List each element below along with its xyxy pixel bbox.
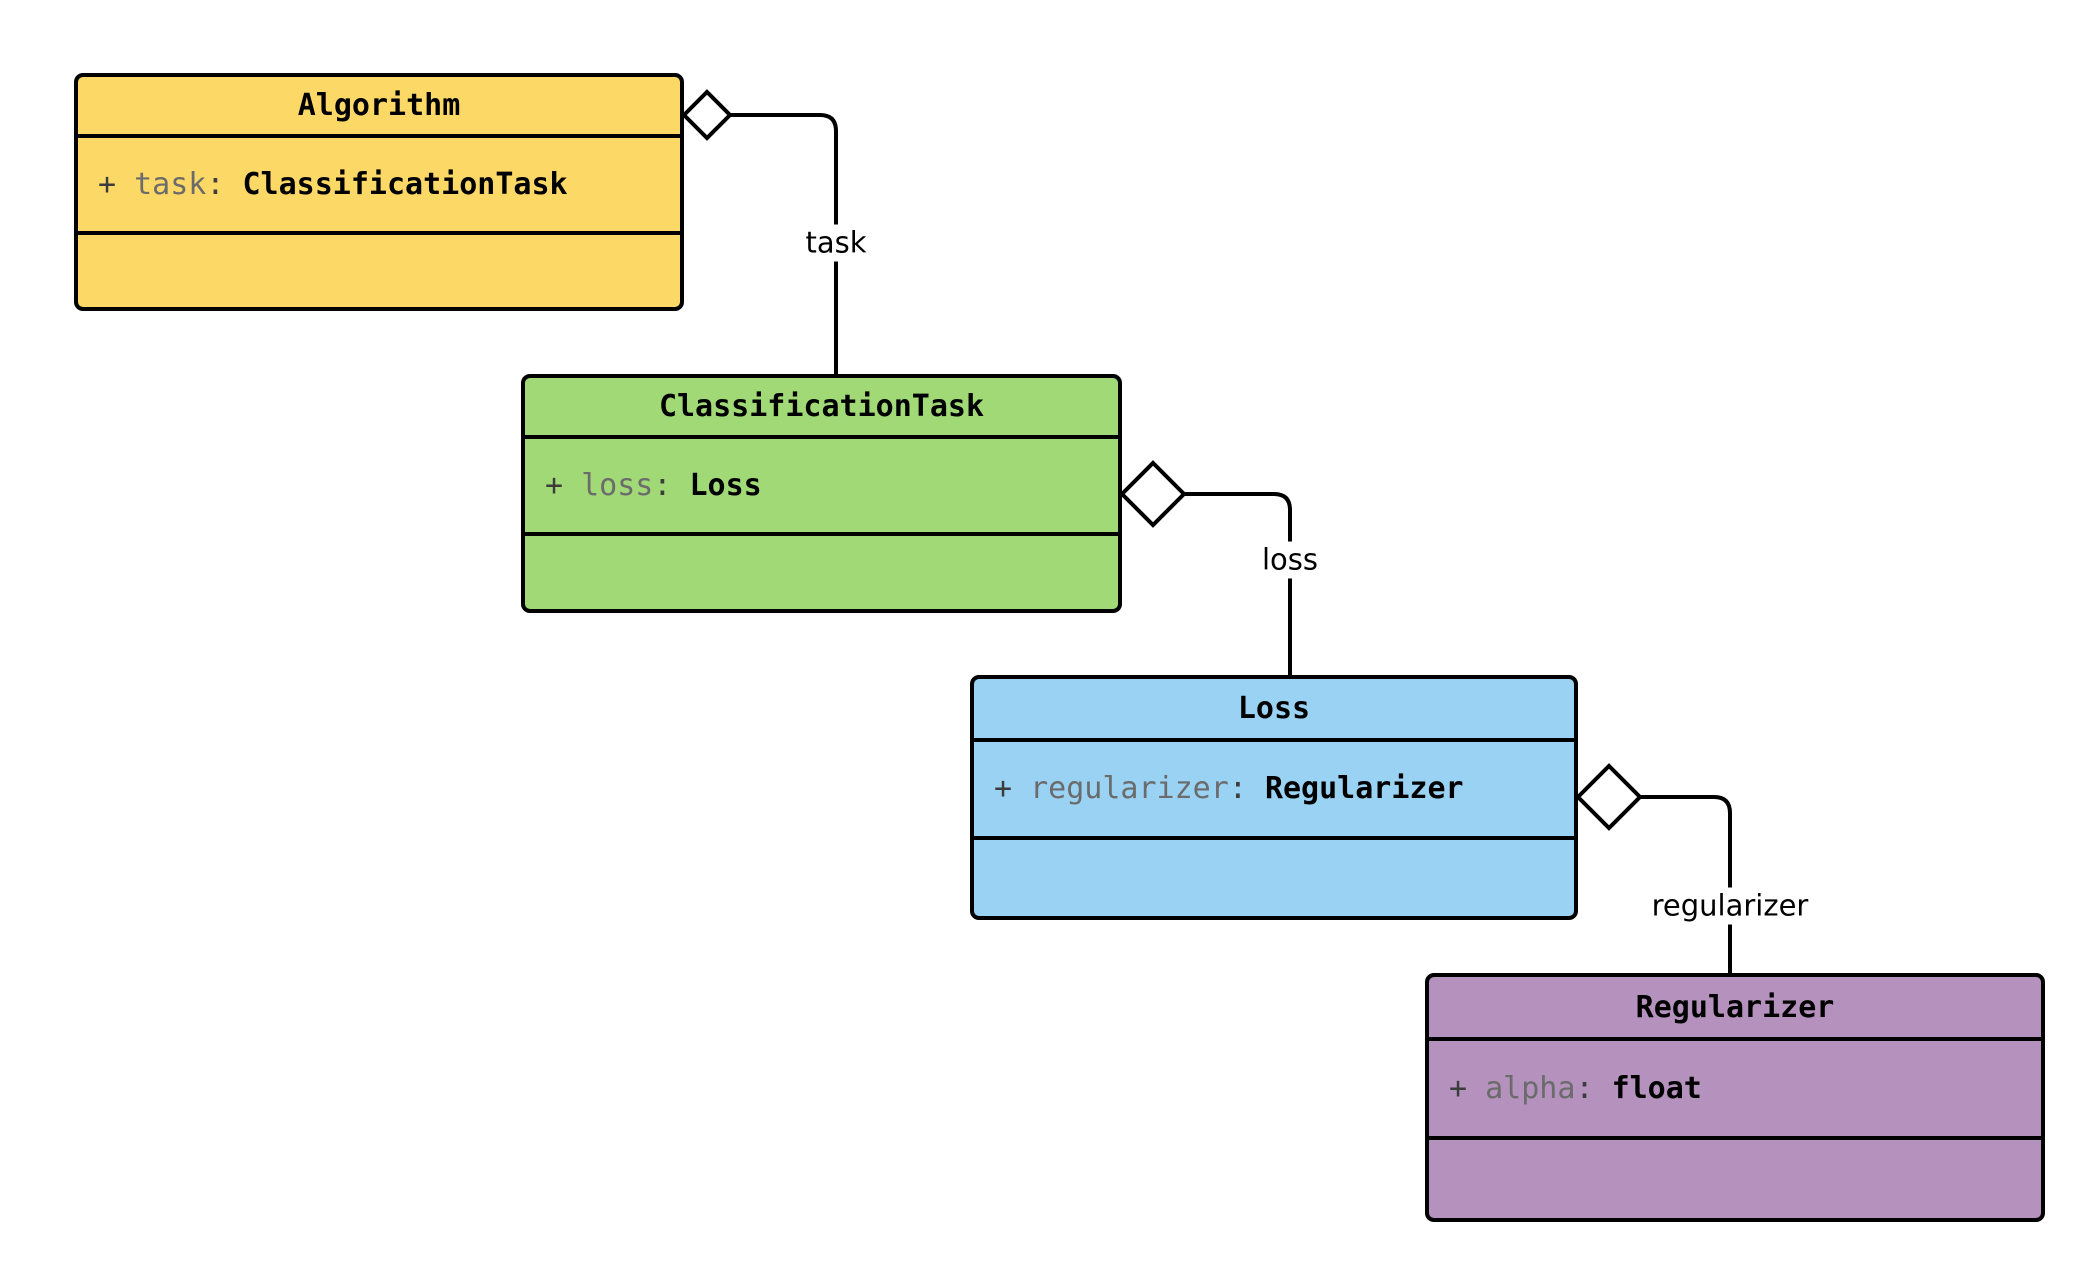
edge-regularizer-line <box>1640 795 1732 973</box>
attribute-separator: : <box>1228 771 1247 807</box>
edge-task-aggregation-diamond-icon <box>681 89 733 141</box>
edge-regularizer-aggregation-diamond-icon <box>1575 763 1643 831</box>
attribute-visibility: + <box>994 771 1013 807</box>
class-box-algorithm[interactable]: Algorithm + task: ClassificationTask <box>74 73 684 311</box>
class-methods-regularizer <box>1429 1140 2041 1218</box>
attribute-separator: : <box>653 467 672 503</box>
edge-regularizer <box>1575 763 1732 973</box>
edge-task-line <box>730 113 838 374</box>
edge-loss-aggregation-diamond-icon <box>1119 460 1187 528</box>
edge-label-loss: loss <box>1255 541 1325 579</box>
class-methods-loss <box>974 840 1574 916</box>
class-name-regularizer: Regularizer <box>1429 977 2041 1041</box>
class-box-loss[interactable]: Loss + regularizer: Regularizer <box>970 675 1578 920</box>
attribute-row: + regularizer: Regularizer <box>994 770 1574 808</box>
attribute-type: float <box>1611 1070 1702 1106</box>
attribute-visibility: + <box>1449 1070 1468 1106</box>
class-box-regularizer[interactable]: Regularizer + alpha: float <box>1425 973 2045 1222</box>
attribute-row: + alpha: float <box>1449 1070 2041 1108</box>
edge-task <box>681 89 838 374</box>
attribute-visibility: + <box>545 467 564 503</box>
class-methods-algorithm <box>78 235 680 307</box>
attribute-type: Loss <box>689 467 762 503</box>
attribute-separator: : <box>1575 1070 1594 1106</box>
edge-label-regularizer: regularizer <box>1645 887 1815 925</box>
edge-loss <box>1119 460 1292 675</box>
attribute-name: regularizer <box>1030 771 1229 807</box>
class-name-classificationtask: ClassificationTask <box>525 378 1118 439</box>
edge-label-task: task <box>799 224 873 262</box>
class-name-loss: Loss <box>974 679 1574 742</box>
attribute-name: task <box>134 166 207 202</box>
attribute-type: ClassificationTask <box>242 166 568 202</box>
class-box-classificationtask[interactable]: ClassificationTask + loss: Loss <box>521 374 1122 613</box>
attribute-separator: : <box>206 166 225 202</box>
class-attributes-classificationtask: + loss: Loss <box>525 439 1118 536</box>
class-name-algorithm: Algorithm <box>78 77 680 138</box>
attribute-row: + task: ClassificationTask <box>98 166 680 204</box>
attribute-name: alpha <box>1485 1070 1576 1106</box>
class-attributes-loss: + regularizer: Regularizer <box>974 742 1574 840</box>
edge-loss-line <box>1184 492 1292 675</box>
attribute-name: loss <box>581 467 654 503</box>
attribute-type: Regularizer <box>1264 771 1464 807</box>
class-attributes-algorithm: + task: ClassificationTask <box>78 138 680 235</box>
attribute-row: + loss: Loss <box>545 467 1118 505</box>
class-attributes-regularizer: + alpha: float <box>1429 1041 2041 1140</box>
attribute-visibility: + <box>98 166 117 202</box>
class-methods-classificationtask <box>525 536 1118 609</box>
